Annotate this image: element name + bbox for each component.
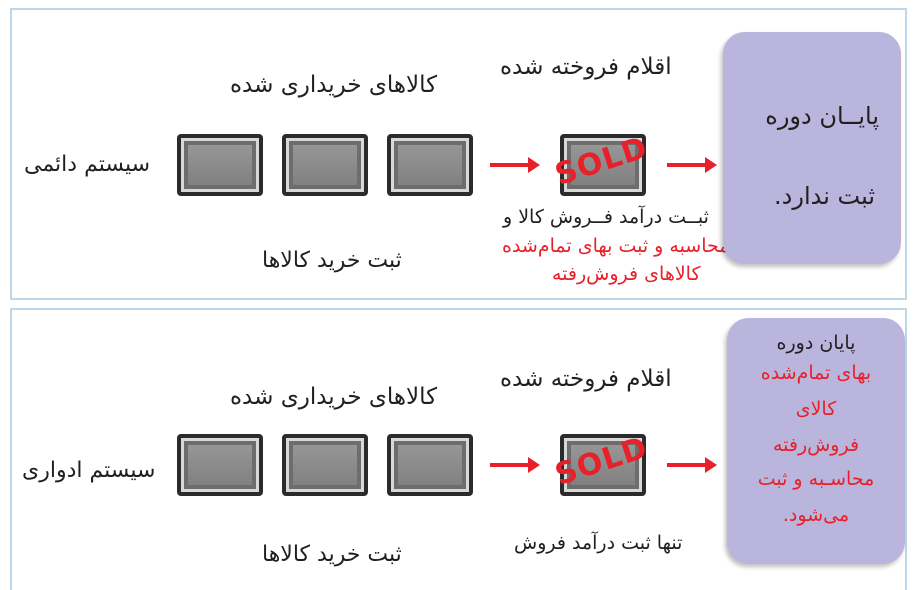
goods-box-icon [387, 434, 473, 496]
period-end-line-2: ثبت ندارد. [774, 182, 875, 210]
purchased-goods-heading: کالاهای خریداری شده [230, 384, 438, 410]
arrow-right-icon [490, 157, 540, 173]
period-end-line-2: کالای [795, 398, 837, 420]
goods-box-icon [560, 434, 646, 496]
period-end-line-3: فروش‌رفته [772, 434, 860, 456]
purchase-record-label: ثبت خرید کالاها [262, 248, 402, 273]
period-end-line-1: پایــان دوره [765, 102, 879, 130]
sale-note: تنها ثبت درآمد فروش [514, 532, 683, 554]
period-end-title: پایان دوره [776, 332, 856, 354]
system-name-label: سیستم دائمی [24, 152, 151, 177]
period-end-line-4: محاسـبه و ثبت [757, 468, 875, 490]
period-end-line-1: بهای تمام‌شده [760, 362, 872, 384]
sale-note-line-3: کالاهای فروش‌رفته [552, 263, 701, 285]
perpetual-system-panel: اقلام فروخته شده کالاهای خریداری شده سیس… [10, 8, 907, 300]
goods-box-icon [282, 134, 368, 196]
purchase-record-label: ثبت خرید کالاها [262, 542, 402, 567]
sale-note-line-2: محاسبه و ثبت بهای تمام‌شده [502, 235, 730, 257]
goods-box-icon [177, 434, 263, 496]
sold-items-heading: اقلام فروخته شده [500, 54, 672, 80]
purchased-goods-heading: کالاهای خریداری شده [230, 72, 438, 98]
arrow-right-icon [667, 457, 717, 473]
sold-box-icon: SOLD [551, 130, 652, 196]
arrow-right-icon [490, 457, 540, 473]
period-end-line-5: می‌شود. [782, 504, 850, 526]
periodic-system-panel: اقلام فروخته شده کالاهای خریداری شده سیس… [10, 308, 907, 590]
arrow-right-icon [667, 157, 717, 173]
goods-box-icon [282, 434, 368, 496]
system-name-label: سیستم ادواری [22, 458, 156, 483]
sold-box-icon: SOLD [551, 430, 652, 496]
goods-box-icon [387, 134, 473, 196]
goods-box-icon [560, 134, 646, 196]
sold-items-heading: اقلام فروخته شده [500, 366, 672, 392]
period-end-callout: پایان دوره بهای تمام‌شده کالای فروش‌رفته… [727, 318, 905, 564]
goods-box-icon [177, 134, 263, 196]
sale-note-line-1: ثبــت درآمد فــروش کالا و [503, 206, 709, 228]
period-end-callout: پایــان دوره ثبت ندارد. [723, 32, 901, 264]
